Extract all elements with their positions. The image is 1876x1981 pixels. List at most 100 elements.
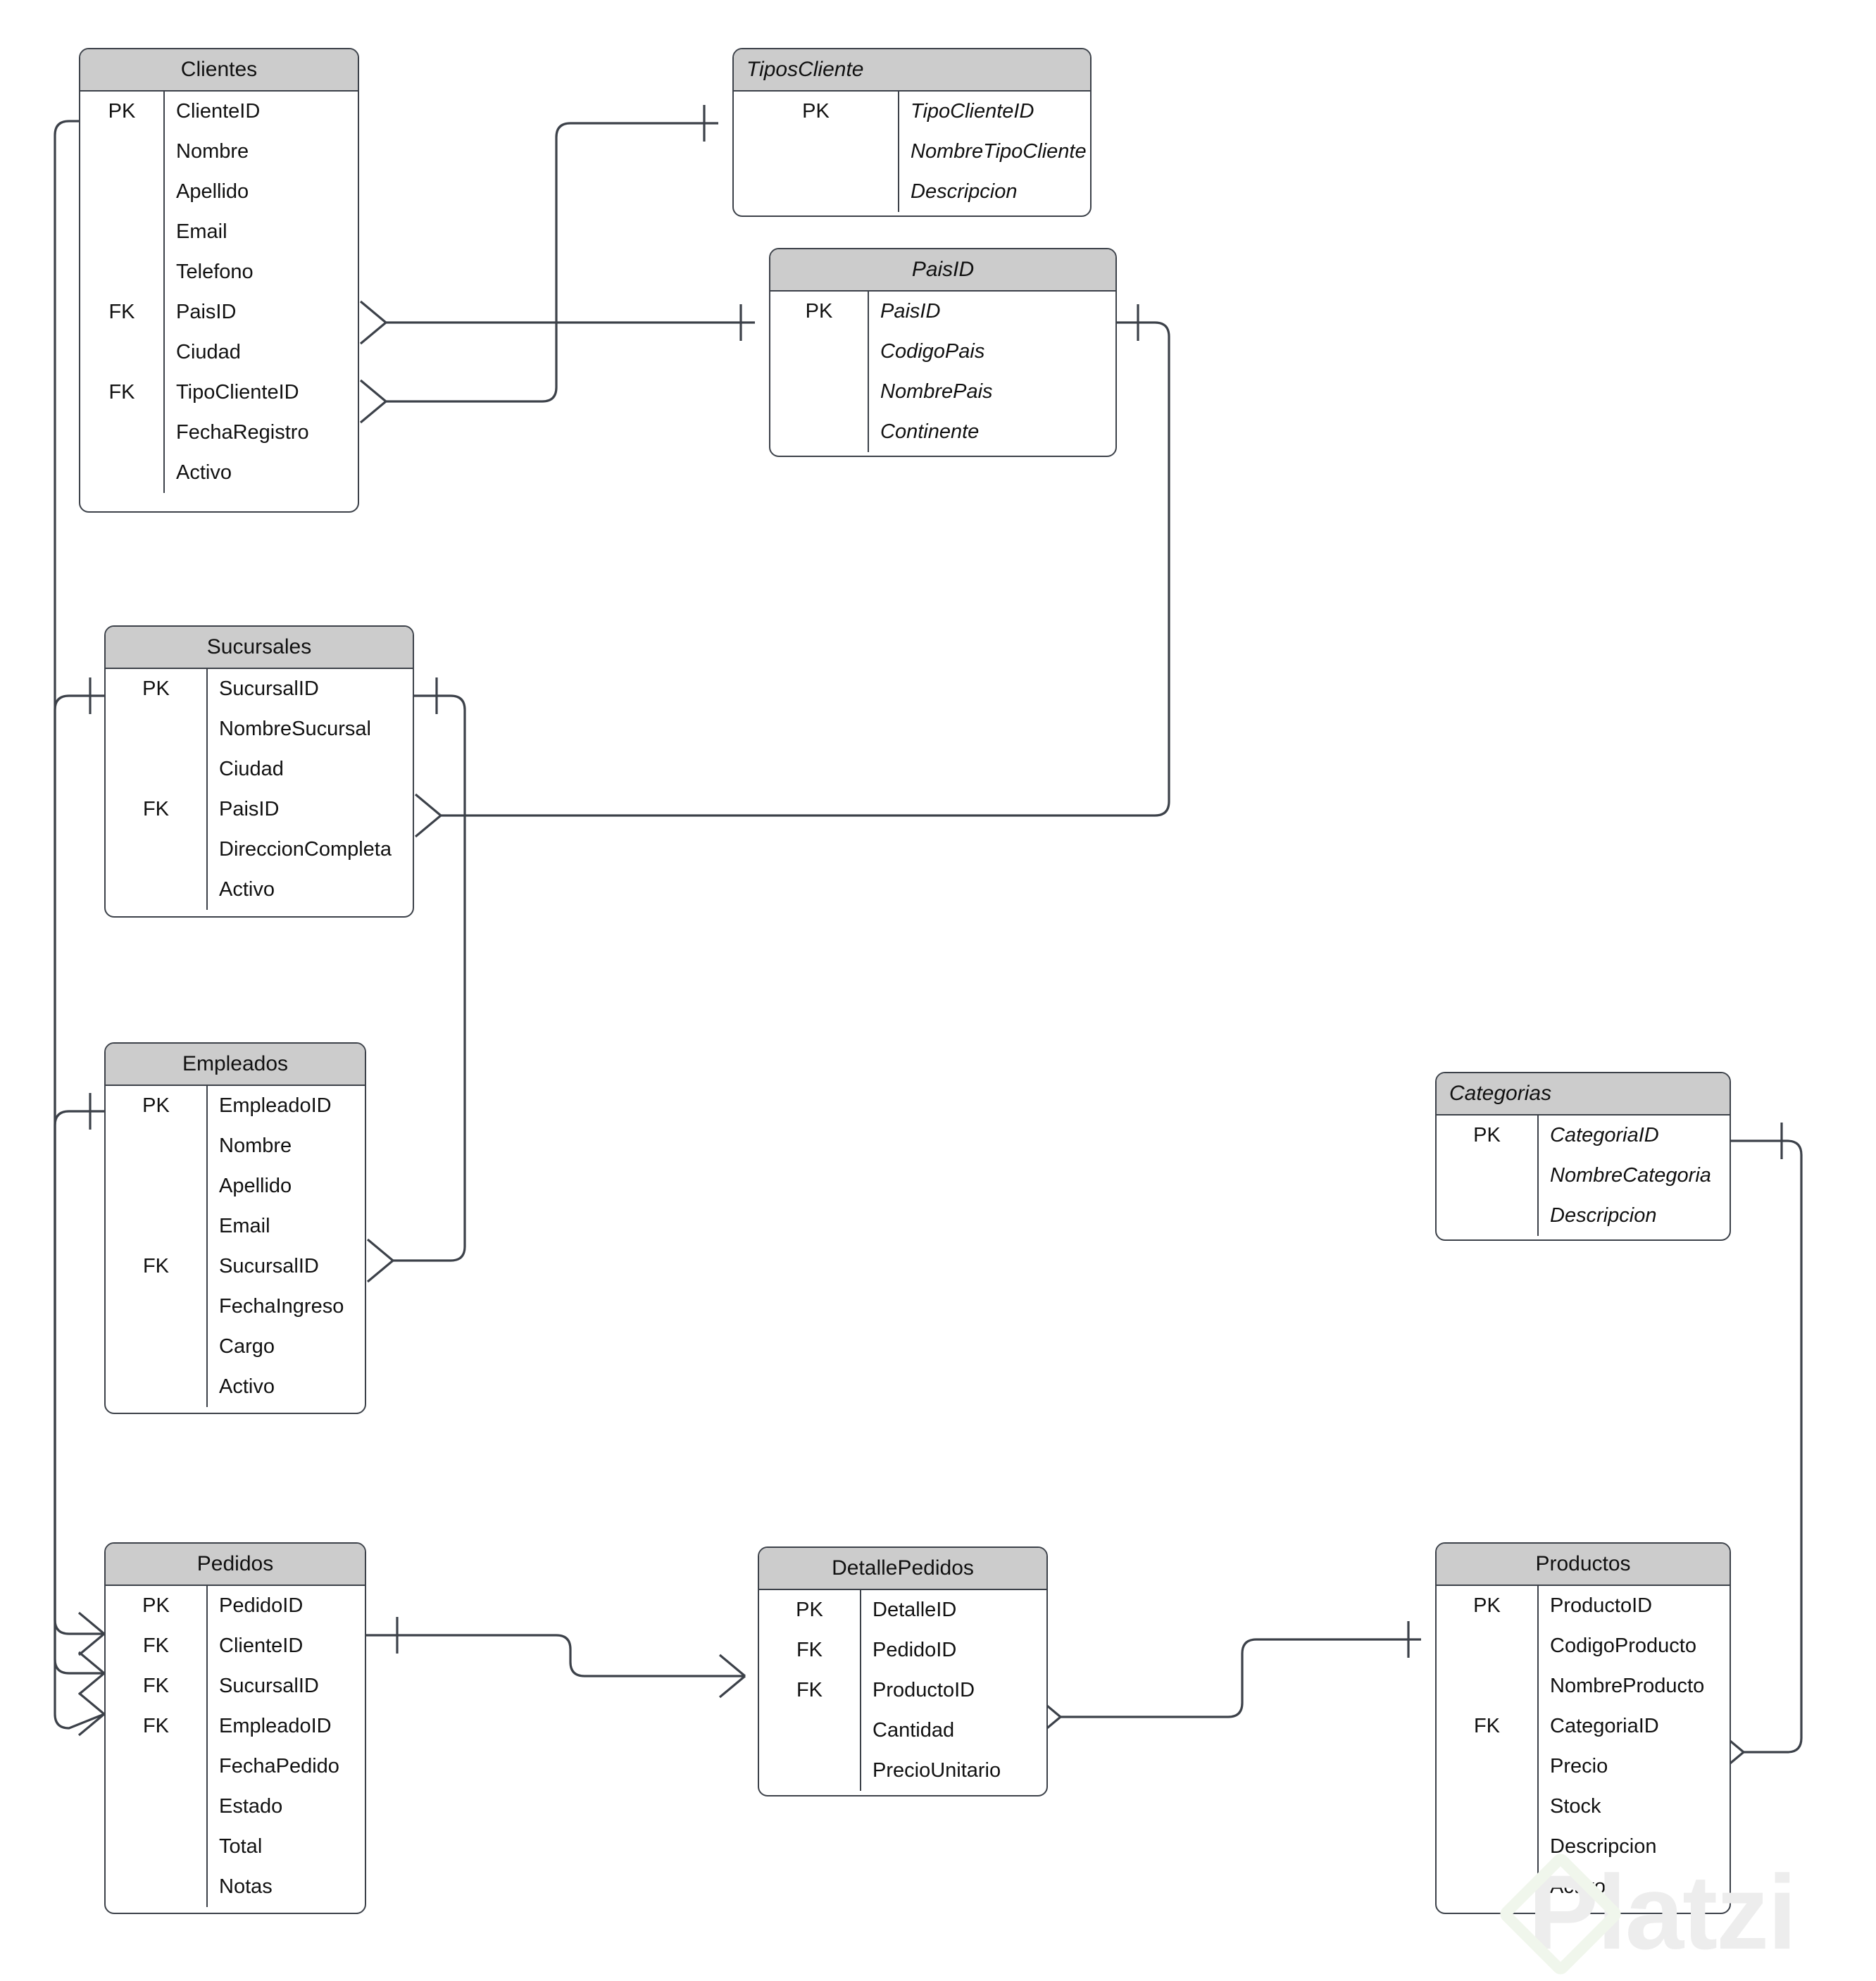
attribute-row[interactable]: NombreSucursal xyxy=(219,718,371,740)
key-cell-empty xyxy=(106,1367,206,1407)
attribute-row[interactable]: Activo xyxy=(219,1375,275,1398)
attribute-row[interactable]: Telefono xyxy=(176,261,254,283)
attribute-row[interactable]: Descripcion xyxy=(1550,1835,1657,1858)
attribute-row[interactable]: Notas xyxy=(219,1875,273,1898)
key-cell-empty xyxy=(106,1166,206,1206)
attribute-row[interactable]: ClienteID xyxy=(219,1635,304,1657)
attribute-row[interactable]: Ciudad xyxy=(219,758,284,780)
attribute-row[interactable]: DetalleID xyxy=(873,1599,957,1621)
attribute-row[interactable]: CodigoPais xyxy=(880,340,985,363)
entity-title: Sucursales xyxy=(206,635,312,658)
entity-title: Clientes xyxy=(180,58,258,81)
attribute-row[interactable]: FechaPedido xyxy=(219,1755,339,1777)
attribute-row[interactable]: PaisID xyxy=(880,300,941,323)
attribute-row[interactable]: Descripcion xyxy=(911,180,1018,203)
attribute-row[interactable]: Nombre xyxy=(219,1135,292,1157)
attribute-row[interactable]: Apellido xyxy=(219,1175,292,1197)
entity-title: DetallePedidos xyxy=(832,1556,974,1580)
attribute-row[interactable]: CategoriaID xyxy=(1550,1124,1659,1146)
attribute-row[interactable]: NombreCategoria xyxy=(1550,1164,1711,1187)
attribute-row[interactable]: DireccionCompleta xyxy=(219,838,392,861)
attribute-row[interactable]: ProductoID xyxy=(1550,1594,1653,1617)
attribute-row[interactable]: SucursalID xyxy=(219,1255,319,1277)
foreign-key-label: FK xyxy=(108,301,135,323)
foreign-key-label: FK xyxy=(142,1675,170,1697)
attribute-row[interactable]: SucursalID xyxy=(219,1675,319,1697)
entity-header-clientes: Clientes xyxy=(80,49,358,92)
attribute-row[interactable]: Total xyxy=(219,1835,263,1858)
entity-header-tiposcliente: TiposCliente xyxy=(734,49,1090,92)
attribute-row[interactable]: PaisID xyxy=(219,798,280,820)
primary-key-label: PK xyxy=(142,1094,170,1117)
attribute-row[interactable]: TipoClienteID xyxy=(911,100,1034,123)
attribute-row[interactable]: Stock xyxy=(1550,1795,1601,1818)
attribute-row[interactable]: Email xyxy=(219,1215,270,1237)
attribute-row[interactable]: EmpleadoID xyxy=(219,1094,332,1117)
attribute-row[interactable]: TipoClienteID xyxy=(176,381,299,404)
primary-key-label: PK xyxy=(805,300,833,323)
attribute-row[interactable]: PedidoID xyxy=(219,1594,304,1617)
entity-title: Categorias xyxy=(1449,1082,1552,1105)
entity-title: Pedidos xyxy=(196,1552,274,1575)
key-cell-empty xyxy=(106,870,206,910)
attribute-row[interactable]: Activo xyxy=(219,878,275,901)
attribute-row[interactable]: Estado xyxy=(219,1795,283,1818)
key-cell-empty xyxy=(106,1287,206,1327)
key-cell-empty xyxy=(1437,1827,1537,1867)
attribute-row[interactable]: Cargo xyxy=(219,1335,275,1358)
attribute-row[interactable]: Nombre xyxy=(176,140,249,163)
attribute-row[interactable]: Activo xyxy=(1550,1875,1606,1898)
attribute-row[interactable]: Continente xyxy=(880,420,980,443)
attribute-row[interactable]: NombrePais xyxy=(880,380,993,403)
attribute-row[interactable]: PaisID xyxy=(176,301,237,323)
attribute-row[interactable]: Precio xyxy=(1550,1755,1608,1777)
attribute-row[interactable]: SucursalID xyxy=(219,677,319,700)
attribute-row[interactable]: EmpleadoID xyxy=(219,1715,332,1737)
key-cell-empty xyxy=(1437,1666,1537,1706)
attribute-row[interactable]: CodigoProducto xyxy=(1550,1635,1696,1657)
attribute-row[interactable]: NombreProducto xyxy=(1550,1675,1705,1697)
attribute-row[interactable]: ClienteID xyxy=(176,100,261,123)
attribute-row[interactable]: Activo xyxy=(176,461,232,484)
attribute-row[interactable]: Descripcion xyxy=(1550,1204,1657,1227)
attribute-row[interactable]: Cantidad xyxy=(873,1719,955,1742)
key-cell-empty xyxy=(80,413,163,453)
foreign-key-label: FK xyxy=(108,381,135,404)
attribute-row[interactable]: CategoriaID xyxy=(1550,1715,1659,1737)
attribute-row[interactable]: NombreTipoCliente xyxy=(911,140,1087,163)
attribute-row[interactable]: ProductoID xyxy=(873,1679,975,1701)
entity-header-paisid: PaisID xyxy=(770,249,1115,292)
attribute-row[interactable]: Apellido xyxy=(176,180,249,203)
key-cell-empty xyxy=(1437,1746,1537,1787)
attribute-row[interactable]: PedidoID xyxy=(873,1639,957,1661)
key-cell-empty xyxy=(759,1711,860,1751)
primary-key-label: PK xyxy=(142,1594,170,1617)
attribute-row[interactable]: PrecioUnitario xyxy=(873,1759,1001,1782)
attribute-row[interactable]: Ciudad xyxy=(176,341,241,363)
attribute-row[interactable]: FechaIngreso xyxy=(219,1295,344,1318)
attribute-row[interactable]: FechaRegistro xyxy=(176,421,309,444)
key-cell-empty xyxy=(106,709,206,749)
attribute-row[interactable]: Email xyxy=(176,220,227,243)
relationship-detalle-productos xyxy=(1034,1621,1421,1739)
key-cell-empty xyxy=(106,1206,206,1246)
key-column: PK xyxy=(770,292,869,452)
